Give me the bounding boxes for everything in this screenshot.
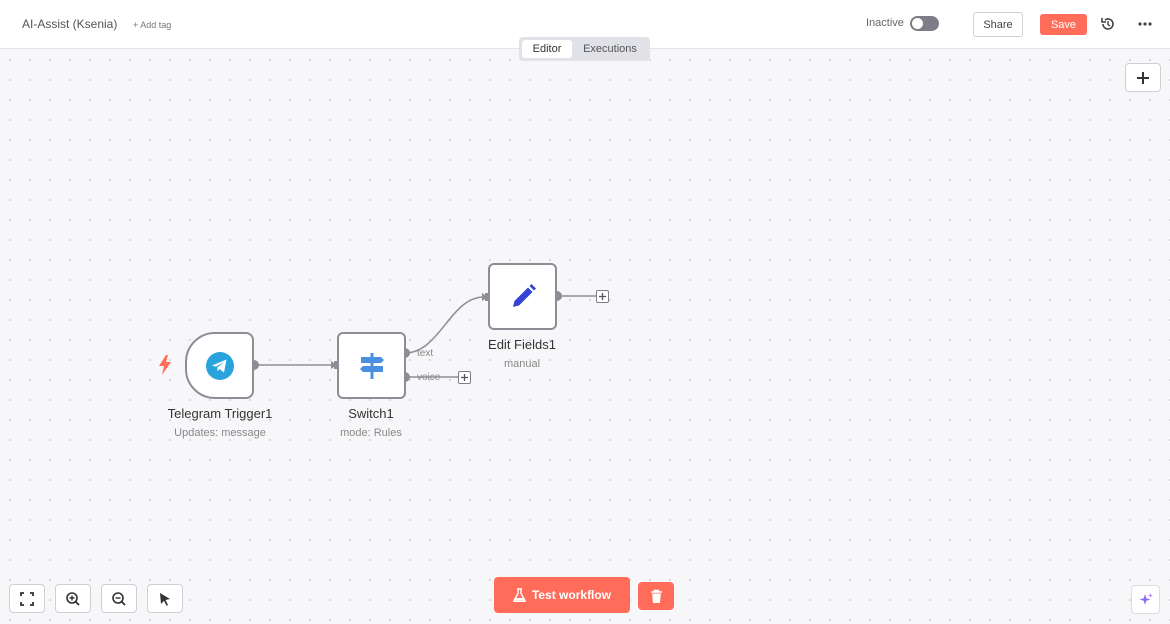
- add-tag-link[interactable]: + Add tag: [133, 20, 172, 30]
- node-subtitle-telegram-trigger: Updates: message: [174, 427, 266, 439]
- tidy-up-button[interactable]: [147, 584, 183, 613]
- sparkle-icon: [1139, 592, 1153, 605]
- share-button[interactable]: Share: [973, 12, 1023, 37]
- test-workflow-button[interactable]: Test workflow: [494, 577, 630, 613]
- toggle-knob: [912, 18, 923, 29]
- workflow-canvas[interactable]: [0, 50, 1170, 624]
- add-node-voice-button[interactable]: [458, 371, 471, 384]
- node-title-edit-fields: Edit Fields1: [488, 337, 556, 352]
- tab-executions[interactable]: Executions: [583, 43, 637, 55]
- telegram-icon: [205, 351, 234, 380]
- plus-icon: [1137, 71, 1149, 84]
- fit-view-button[interactable]: [9, 584, 45, 613]
- add-node-after-edit-button[interactable]: [596, 290, 609, 303]
- workflow-name[interactable]: AI-Assist (Ksenia): [22, 17, 118, 31]
- zoom-in-button[interactable]: [55, 584, 91, 613]
- ai-assistant-button[interactable]: [1131, 585, 1160, 614]
- zoom-in-icon: [66, 591, 80, 606]
- delete-button[interactable]: [638, 582, 674, 610]
- node-telegram-trigger[interactable]: [185, 332, 254, 399]
- view-tabs: Editor Executions: [519, 37, 650, 61]
- node-title-telegram-trigger: Telegram Trigger1: [167, 406, 273, 421]
- history-button[interactable]: [1099, 15, 1117, 33]
- zoom-out-icon: [112, 591, 126, 606]
- tab-editor[interactable]: Editor: [522, 40, 572, 58]
- pencil-icon: [512, 283, 536, 307]
- more-icon: [1138, 22, 1152, 26]
- save-button[interactable]: Save: [1040, 14, 1087, 35]
- fit-view-icon: [20, 591, 34, 606]
- trash-icon: [650, 589, 662, 603]
- add-node-button[interactable]: [1125, 63, 1161, 92]
- plus-icon: [461, 374, 468, 381]
- active-toggle[interactable]: [910, 16, 939, 31]
- flask-icon: [513, 588, 526, 602]
- history-icon: [1101, 18, 1114, 30]
- switch-output-text-label: text: [417, 348, 434, 359]
- test-workflow-label: Test workflow: [531, 588, 612, 602]
- status-label: Inactive: [866, 17, 904, 29]
- signpost-icon: [359, 352, 384, 379]
- node-edit-fields[interactable]: [488, 263, 557, 330]
- trigger-bolt-icon: [159, 355, 171, 375]
- zoom-out-button[interactable]: [101, 584, 137, 613]
- node-title-switch: Switch1: [348, 406, 394, 421]
- more-options-button[interactable]: [1135, 15, 1155, 33]
- node-subtitle-edit-fields: manual: [503, 358, 541, 370]
- plus-icon: [599, 293, 606, 300]
- switch-output-voice-label: voice: [417, 372, 441, 383]
- cursor-icon: [160, 592, 170, 606]
- node-subtitle-switch: mode: Rules: [340, 427, 402, 439]
- node-switch[interactable]: [337, 332, 406, 399]
